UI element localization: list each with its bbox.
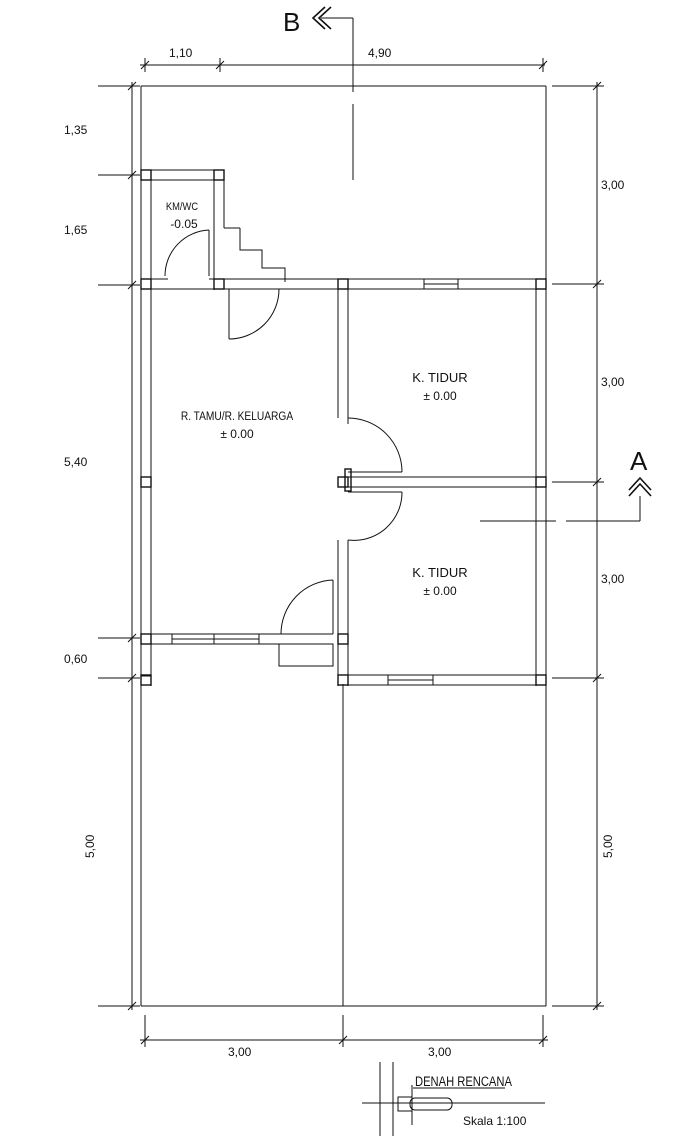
right-dimension-line bbox=[552, 81, 604, 1011]
door-kmwc bbox=[164, 229, 210, 277]
windows bbox=[171, 279, 459, 685]
section-b-line bbox=[311, 6, 354, 180]
columns bbox=[140, 169, 547, 686]
room-living-name: R. TAMU/R. KELUARGA bbox=[181, 410, 294, 423]
dim-top-1: 1,10 bbox=[169, 46, 193, 60]
top-dimension-line bbox=[140, 58, 548, 72]
door-living-north bbox=[228, 288, 280, 340]
dim-bottom-1: 3,00 bbox=[228, 1045, 252, 1059]
walls bbox=[140, 169, 547, 686]
title-block-title: DENAH RENCANA bbox=[415, 1074, 512, 1089]
dimension-labels: 1,10 4,90 1,35 1,65 5,40 0,60 5,00 3,00 … bbox=[64, 46, 625, 1059]
dim-left-3: 5,40 bbox=[64, 455, 88, 469]
room-living-level: ± 0.00 bbox=[220, 427, 254, 441]
door-kitchen-step bbox=[224, 227, 286, 282]
bottom-dimension-line bbox=[140, 1015, 548, 1047]
window-bedroom-2-south bbox=[387, 675, 434, 685]
dim-left-4: 0,60 bbox=[64, 652, 88, 666]
dim-left-5: 5,00 bbox=[83, 834, 97, 858]
window-living-south bbox=[171, 634, 260, 644]
dim-right-4: 5,00 bbox=[601, 834, 615, 858]
room-labels: KM/WC -0.05 R. TAMU/R. KELUARGA ± 0.00 K… bbox=[166, 201, 468, 598]
dim-bottom-2: 3,00 bbox=[428, 1045, 452, 1059]
section-marker-a: A bbox=[630, 446, 648, 476]
room-bedroom-1-level: ± 0.00 bbox=[423, 389, 457, 403]
dim-right-2: 3,00 bbox=[601, 375, 625, 389]
room-bedroom-2-level: ± 0.00 bbox=[423, 584, 457, 598]
dim-left-1: 1,35 bbox=[64, 123, 88, 137]
door-bedroom-1 bbox=[347, 417, 403, 473]
dim-right-1: 3,00 bbox=[601, 178, 625, 192]
room-kmwc-level: -0.05 bbox=[170, 217, 198, 231]
left-dimension-line bbox=[98, 81, 140, 1011]
window-bedroom-1-north bbox=[423, 279, 459, 289]
section-a-line bbox=[480, 476, 652, 522]
title-block-symbol bbox=[362, 1062, 545, 1136]
room-bedroom-2-name: K. TIDUR bbox=[412, 565, 467, 580]
door-living-south bbox=[278, 579, 334, 667]
site-outline bbox=[140, 85, 547, 1007]
room-bedroom-1-name: K. TIDUR bbox=[412, 370, 467, 385]
doors bbox=[164, 227, 403, 667]
door-bedroom-2 bbox=[347, 491, 403, 541]
room-kmwc-name: KM/WC bbox=[166, 201, 198, 213]
section-marker-b: B bbox=[283, 7, 300, 37]
dim-top-2: 4,90 bbox=[368, 46, 392, 60]
dim-left-2: 1,65 bbox=[64, 223, 88, 237]
dim-right-3: 3,00 bbox=[601, 572, 625, 586]
title-block-scale: Skala 1:100 bbox=[463, 1114, 527, 1128]
